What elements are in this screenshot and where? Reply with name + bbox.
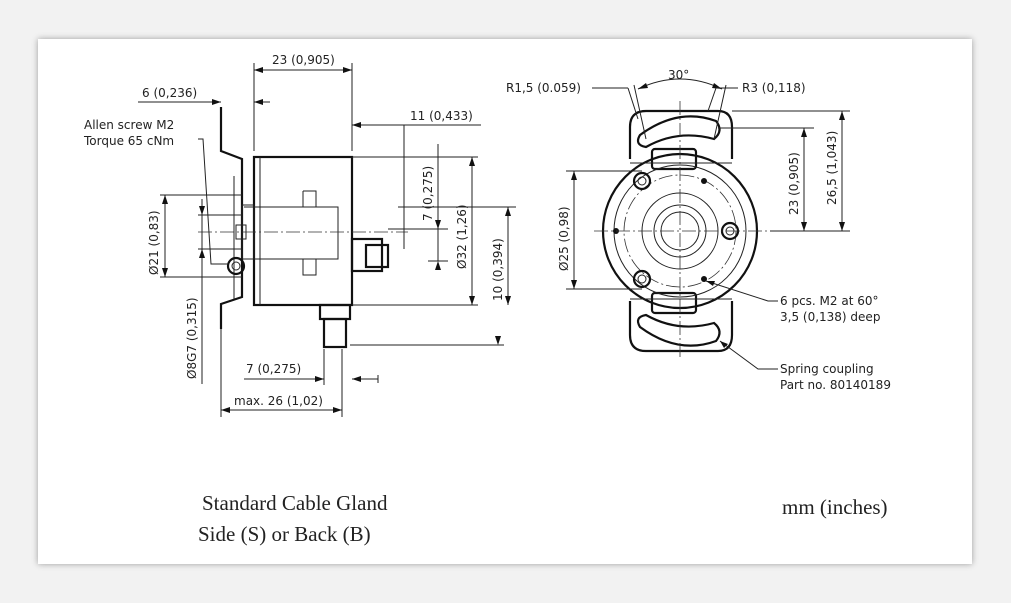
part-number-label: Part no. 80140189 <box>780 378 891 392</box>
dim-32: Ø32 (1,26) <box>455 204 469 269</box>
dim-7-vertical: 7 (0,275) <box>421 166 435 221</box>
dim-7-horizontal: 7 (0,275) <box>246 362 301 376</box>
spring-coupling-label: Spring coupling <box>780 362 874 376</box>
m2-depth-label: 3,5 (0,138) deep <box>780 310 880 324</box>
dim-23-right: 23 (0,905) <box>787 152 801 215</box>
allen-screw <box>226 256 246 276</box>
bottom-tab <box>628 301 734 353</box>
dim-10: 10 (0,394) <box>491 238 505 301</box>
dim-max-26: max. 26 (1,02) <box>234 394 323 408</box>
top-tab <box>628 109 734 159</box>
flange-bracket <box>219 107 244 329</box>
housing-body <box>252 155 354 307</box>
dim-21: Ø21 (0,83) <box>147 210 161 275</box>
caption-units: mm (inches) <box>782 495 888 519</box>
dim-25: Ø25 (0,98) <box>557 206 571 271</box>
radius-1-5: R1,5 (0.059) <box>506 81 581 95</box>
side-view <box>138 63 516 417</box>
front-view <box>566 78 850 370</box>
dim-6: 6 (0,236) <box>142 86 197 100</box>
technical-drawing: 23 (0,905) 6 (0,236) 11 (0,433) Allen sc… <box>83 53 891 417</box>
m2-holes-label: 6 pcs. M2 at 60° <box>780 294 879 308</box>
dim-23-top: 23 (0,905) <box>272 53 335 67</box>
caption-cable-gland: Standard Cable Gland <box>202 491 388 515</box>
dim-8g7: Ø8G7 (0,315) <box>185 297 199 379</box>
caption-side-back: Side (S) or Back (B) <box>198 522 371 546</box>
angle-30: 30° <box>668 68 689 82</box>
radius-3: R3 (0,118) <box>742 81 806 95</box>
drawing-sheet: 23 (0,905) 6 (0,236) 11 (0,433) Allen sc… <box>38 39 972 564</box>
dim-26-5: 26,5 (1,043) <box>825 131 839 205</box>
dim-11: 11 (0,433) <box>410 109 473 123</box>
torque-label: Torque 65 cNm <box>83 134 174 148</box>
allen-screw-label: Allen screw M2 <box>84 118 174 132</box>
